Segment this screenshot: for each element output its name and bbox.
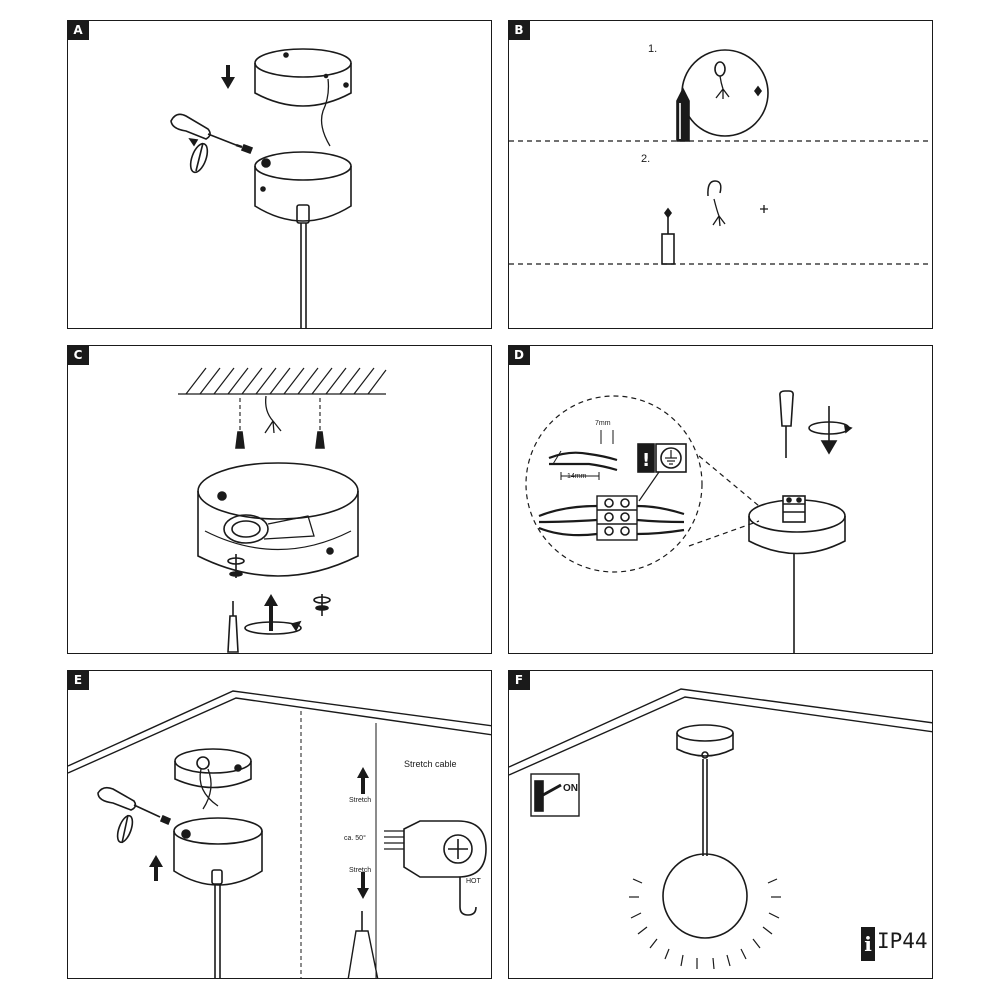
panel-f-label: F bbox=[509, 671, 530, 690]
panel-f-illustration bbox=[509, 688, 932, 970]
panel-e-illustration bbox=[68, 690, 491, 978]
screwdriver-icon bbox=[170, 113, 243, 149]
panel-b-label: B bbox=[509, 21, 530, 40]
screwdriver-icon bbox=[97, 786, 172, 826]
stretch-cable-label: Stretch cable bbox=[404, 759, 457, 769]
panel-e: E Stretch cable Stretch ca. 50° Stretch … bbox=[67, 670, 492, 979]
panel-a: A bbox=[67, 20, 492, 329]
panel-a-label: A bbox=[68, 21, 89, 40]
step-1-label: 1. bbox=[648, 43, 658, 55]
ceiling-hatch bbox=[178, 367, 387, 395]
screwdriver-icon bbox=[227, 601, 239, 653]
panel-c: C bbox=[67, 345, 492, 654]
pencil-icon bbox=[676, 87, 690, 142]
screwdriver-icon bbox=[779, 390, 794, 458]
switch-on-label: ON bbox=[563, 783, 578, 794]
light-switch-icon bbox=[530, 773, 580, 817]
light-rays bbox=[629, 878, 781, 970]
ip-rating-label: IP44 bbox=[877, 929, 928, 953]
drill-icon bbox=[661, 207, 675, 265]
stretch-down-arrow-icon bbox=[357, 872, 369, 899]
stretch-bottom-label: Stretch bbox=[349, 867, 372, 874]
panel-c-illustration bbox=[178, 367, 387, 653]
stretch-top-label: Stretch bbox=[349, 797, 372, 804]
rotate-icon bbox=[808, 421, 853, 435]
info-icon: i bbox=[861, 927, 875, 961]
rotate-icon bbox=[244, 620, 302, 635]
panel-b-illustration bbox=[509, 49, 932, 265]
step-2-label: 2. bbox=[641, 153, 651, 165]
panel-a-illustration bbox=[170, 48, 352, 328]
angle-label: ca. 50° bbox=[344, 835, 366, 842]
rotate-icon bbox=[116, 814, 134, 844]
up-arrow-icon bbox=[149, 855, 163, 881]
panel-d: D 7mm 14mm ! bbox=[508, 345, 933, 654]
panel-d-illustration: ! bbox=[525, 390, 853, 653]
svg-text:!: ! bbox=[642, 450, 650, 471]
down-arrow-icon bbox=[820, 406, 838, 455]
strip-length-7mm: 7mm bbox=[595, 420, 611, 427]
panel-b: B 1. 2. bbox=[508, 20, 933, 329]
panel-c-label: C bbox=[68, 346, 89, 365]
ground-symbol-icon bbox=[655, 443, 687, 473]
panel-d-label: D bbox=[509, 346, 530, 365]
stretch-up-arrow-icon bbox=[357, 767, 369, 794]
rotate-icon bbox=[188, 137, 209, 174]
warning-icon: ! bbox=[637, 443, 655, 473]
up-arrow-icon bbox=[221, 65, 235, 89]
panel-f: F ON i IP44 bbox=[508, 670, 933, 979]
hot-label: HOT bbox=[466, 878, 481, 885]
screw-icon bbox=[240, 143, 254, 155]
hair-dryer-icon bbox=[403, 820, 487, 916]
up-arrow-icon bbox=[264, 594, 278, 631]
terminal-block bbox=[596, 495, 638, 541]
panel-e-label: E bbox=[68, 671, 89, 690]
